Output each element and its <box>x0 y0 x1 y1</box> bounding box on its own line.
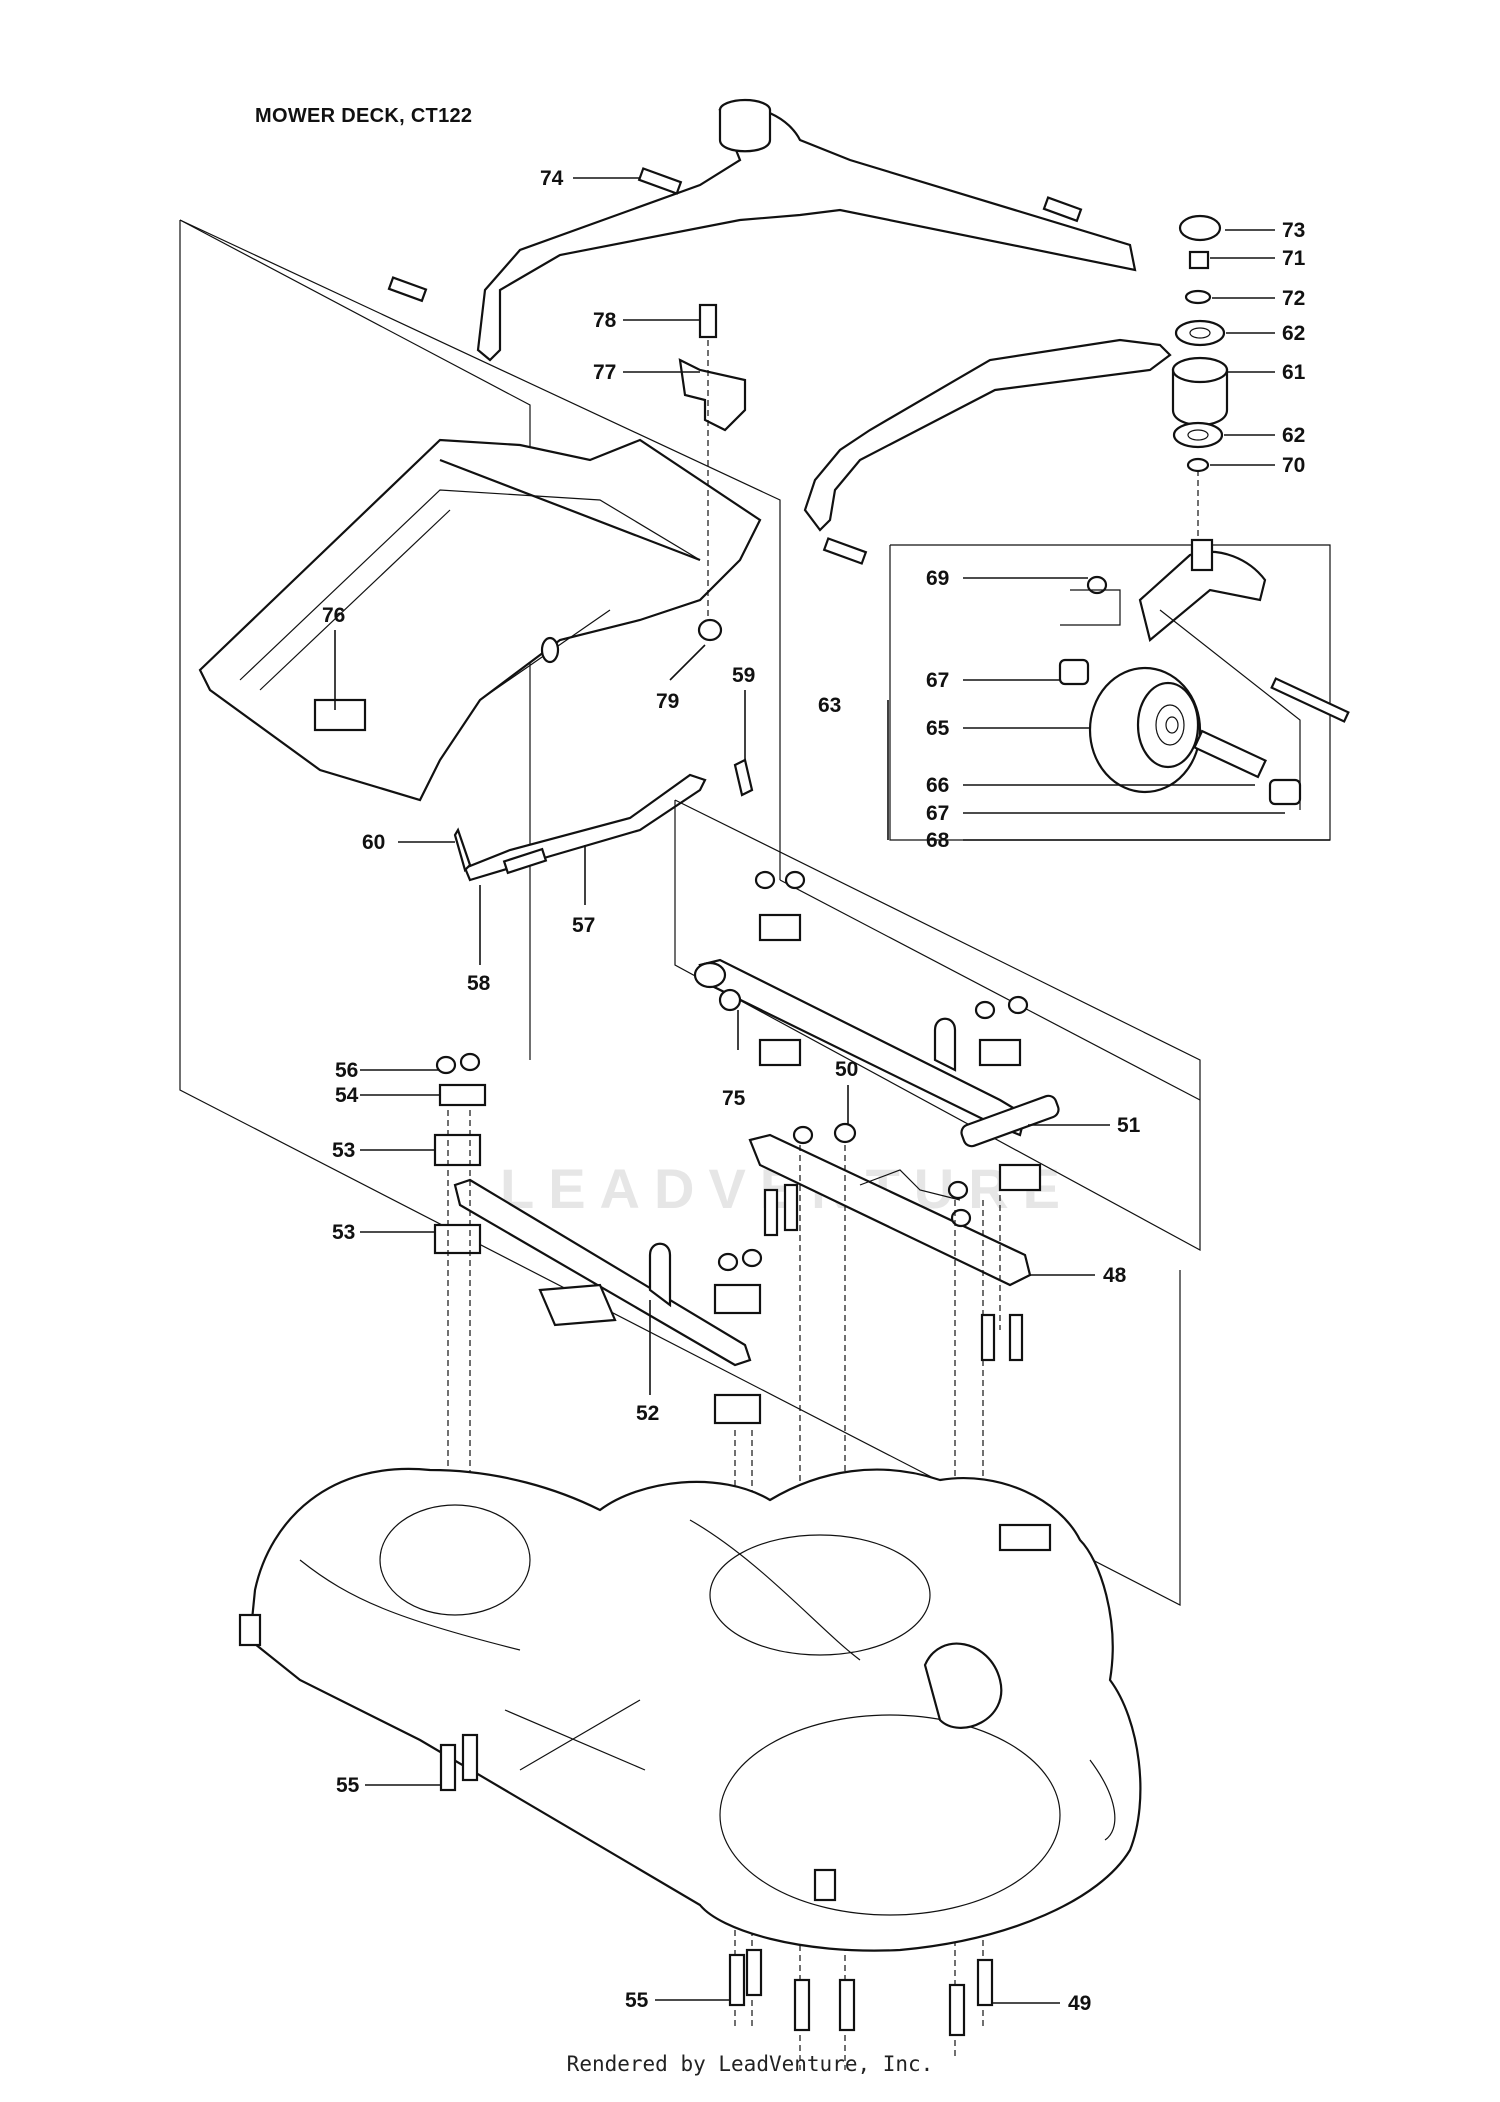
lift-arm-assembly <box>476 98 1137 362</box>
callout-66: 66 <box>926 774 949 797</box>
callout-68: 68 <box>926 829 950 852</box>
callout-49: 49 <box>1068 1992 1091 2015</box>
front-axle-box <box>674 799 1201 1252</box>
bolt-78 <box>698 303 718 339</box>
deflector-plate <box>538 1283 617 1327</box>
mower-deck-housing <box>238 1467 1142 1952</box>
callout-53-upper: 53 <box>332 1139 355 1162</box>
exploded-box-left <box>179 219 531 1060</box>
nut-75 <box>718 988 742 1012</box>
bolt-71 <box>1188 250 1210 270</box>
callout-70: 70 <box>1282 454 1305 477</box>
callout-75: 75 <box>722 1087 746 1110</box>
mount-block-left-upper <box>754 870 806 1067</box>
callout-62-bottom: 62 <box>1282 424 1305 447</box>
bolt-left-arm <box>387 276 428 303</box>
callout-labels: 74 78 77 76 79 59 60 57 58 73 71 72 62 6… <box>322 167 1306 2015</box>
callout-54: 54 <box>335 1084 359 1107</box>
callout-59: 59 <box>732 664 755 687</box>
bracket-77 <box>678 358 747 432</box>
bolts-55-bottom <box>728 1948 763 2007</box>
mount-block-center <box>713 1248 763 1425</box>
bushing-67-left <box>1058 658 1090 686</box>
washer-72 <box>1184 289 1212 305</box>
callout-73: 73 <box>1282 219 1305 242</box>
bearing-62-top <box>1174 319 1226 347</box>
callout-71: 71 <box>1282 247 1306 270</box>
spacer-66 <box>1193 729 1267 779</box>
diagram-title: MOWER DECK, CT122 <box>255 105 473 127</box>
bolts-upper-48 <box>763 1183 1024 1362</box>
block-53-lower <box>433 1223 482 1255</box>
bearing-62-bottom <box>1172 421 1224 449</box>
nut-50 <box>833 1122 857 1144</box>
bolt-right-arm <box>1042 196 1083 223</box>
callout-76: 76 <box>322 604 345 627</box>
leader-lines <box>334 177 1330 2004</box>
callout-69: 69 <box>926 567 949 590</box>
callout-51: 51 <box>1117 1114 1141 1137</box>
callout-62-top: 62 <box>1282 322 1305 345</box>
callout-50: 50 <box>835 1058 858 1081</box>
nuts-56 <box>435 1052 481 1075</box>
deck-lift-frame-76 <box>198 438 762 802</box>
callout-67-lower: 67 <box>926 802 949 825</box>
cap-73 <box>1178 214 1222 242</box>
nut-79 <box>697 618 723 642</box>
caster-yoke <box>1138 538 1267 642</box>
washer-70 <box>1186 457 1210 473</box>
callout-72: 72 <box>1282 287 1305 310</box>
callout-52: 52 <box>636 1402 659 1425</box>
pin-60 <box>453 827 472 873</box>
bolt-74 <box>637 167 683 195</box>
axle-51 <box>693 958 1060 1148</box>
callout-55-left: 55 <box>336 1774 360 1797</box>
callout-63: 63 <box>818 694 841 717</box>
callout-48: 48 <box>1103 1264 1127 1287</box>
callout-56: 56 <box>335 1059 358 1082</box>
callout-58: 58 <box>467 972 491 995</box>
bushing-67-right <box>1268 778 1302 806</box>
callout-57: 57 <box>572 914 595 937</box>
callout-55-bottom: 55 <box>625 1989 649 2012</box>
bolt-68 <box>1270 677 1350 723</box>
nut-48-side <box>792 1125 972 1228</box>
bolts-49 <box>793 1958 994 2037</box>
callout-78: 78 <box>593 309 617 332</box>
bolts-55-left <box>439 1733 479 1792</box>
spacer-61 <box>1171 356 1229 427</box>
callout-74: 74 <box>540 167 564 190</box>
mount-block-right-upper <box>974 995 1042 1192</box>
callout-60: 60 <box>362 831 385 854</box>
right-lift-arm <box>803 338 1172 532</box>
callout-61: 61 <box>1282 361 1306 384</box>
adjustment-rod-57 <box>463 773 707 882</box>
bolt-right-lower <box>822 537 868 565</box>
callout-77: 77 <box>593 361 616 384</box>
clip-59 <box>733 758 754 797</box>
footer-credit: Rendered by LeadVenture, Inc. <box>566 2052 934 2076</box>
plate-54 <box>438 1083 487 1107</box>
callout-79: 79 <box>656 690 679 713</box>
wheel-65 <box>1088 666 1202 794</box>
block-53-upper <box>433 1133 482 1167</box>
callout-65: 65 <box>926 717 950 740</box>
callout-67-upper: 67 <box>926 669 949 692</box>
callout-53-lower: 53 <box>332 1221 355 1244</box>
nut-69 <box>1086 575 1108 595</box>
